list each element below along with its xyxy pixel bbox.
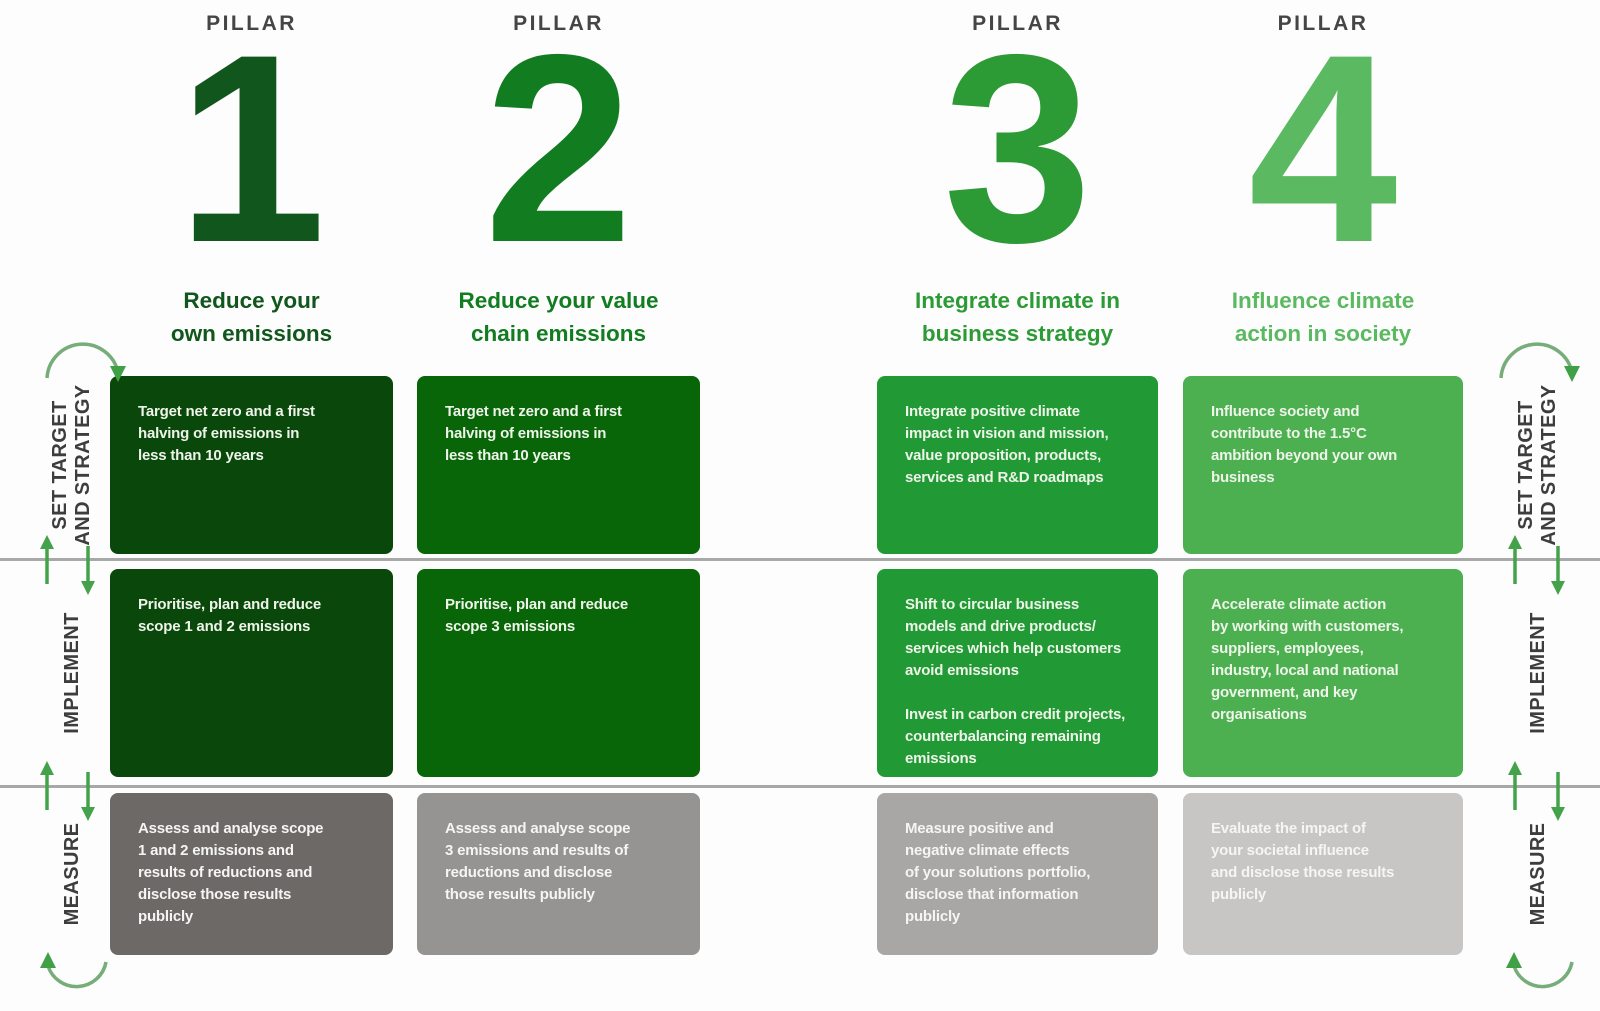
row-label-implement-right: IMPLEMENT — [1526, 612, 1549, 734]
pillar-1-eyebrow: PILLAR — [206, 12, 297, 35]
pillar-2-eyebrow: PILLAR — [513, 12, 604, 35]
cycle-arrow-icon-bottom-right — [1506, 952, 1574, 989]
up-arrow-icon — [40, 761, 54, 810]
measure-cell-pillar-1: Assess and analyse scope 1 and 2 emissio… — [110, 793, 393, 955]
down-arrow-icon — [1551, 772, 1565, 821]
set-target-cell-pillar-4: Influence society and contribute to the … — [1183, 376, 1463, 554]
pillar-3-eyebrow: PILLAR — [972, 12, 1063, 35]
pillar-1-number: 1 — [176, 0, 327, 298]
set-target-cell-pillar-2: Target net zero and a first halving of e… — [417, 376, 700, 554]
row-divider-top — [0, 558, 1600, 561]
pillar-4-eyebrow: PILLAR — [1277, 12, 1369, 35]
down-arrow-icon — [1551, 546, 1565, 595]
pillar-3-number: 3 — [942, 0, 1093, 298]
measure-cell-pillar-4: Evaluate the impact of your societal inf… — [1183, 793, 1463, 955]
measure-cell-pillar-3: Measure positive and negative climate ef… — [877, 793, 1158, 955]
measure-cell-pillar-2: Assess and analyse scope 3 emissions and… — [417, 793, 700, 955]
pillar-2-title: Reduce your value chain emissions — [458, 288, 659, 346]
set-target-cell-pillar-1: Target net zero and a first halving of e… — [110, 376, 393, 554]
pillar-1-title: Reduce your own emissions — [170, 288, 333, 346]
pillar-2-number: 2 — [483, 0, 634, 298]
implement-cell-pillar-4: Accelerate climate action by working wit… — [1183, 569, 1463, 777]
implement-cell-pillar-2: Prioritise, plan and reduce scope 3 emis… — [417, 569, 700, 777]
implement-cell-pillar-1: Prioritise, plan and reduce scope 1 and … — [110, 569, 393, 777]
down-arrow-icon — [81, 546, 95, 595]
row-label-implement-left: IMPLEMENT — [60, 612, 83, 734]
pillar-4-number: 4 — [1248, 0, 1398, 298]
up-arrow-icon — [1508, 535, 1522, 584]
pillar-4-title: Influence climate action in society — [1231, 288, 1415, 346]
down-arrow-icon — [81, 772, 95, 821]
pillar-3-title: Integrate climate in business strategy — [914, 288, 1121, 346]
cycle-arrow-icon-top-right — [1499, 342, 1580, 382]
up-arrow-icon — [40, 535, 54, 584]
implement-cell-pillar-3: Shift to circular business models and dr… — [877, 569, 1158, 777]
set-target-cell-pillar-3: Integrate positive climate impact in vis… — [877, 376, 1158, 554]
row-divider-bottom — [0, 785, 1600, 788]
cycle-arrow-icon-top-left — [45, 342, 126, 382]
up-arrow-icon — [1508, 761, 1522, 810]
cycle-arrow-icon-bottom-left — [40, 952, 108, 989]
